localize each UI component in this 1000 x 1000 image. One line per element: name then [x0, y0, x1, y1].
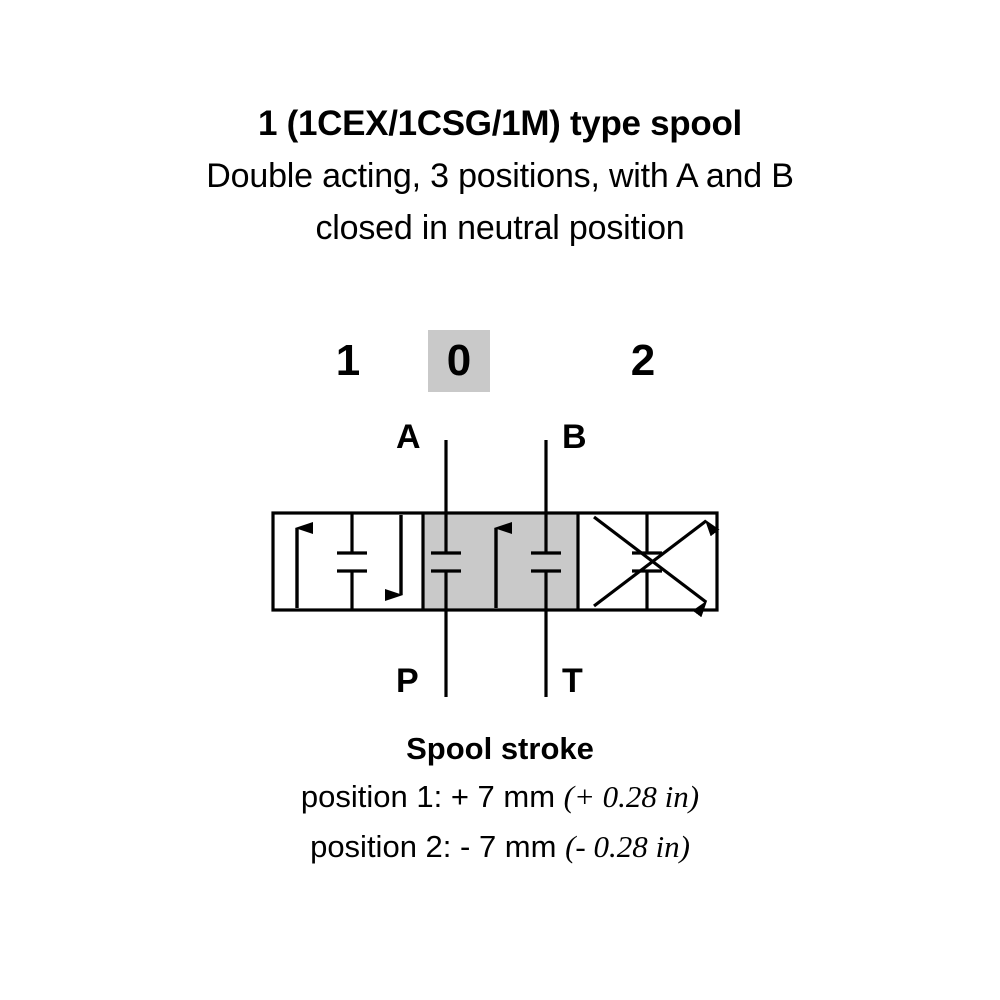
blocker-bottom-p — [431, 569, 461, 610]
blocker-top-cell2 — [632, 513, 662, 555]
valve-envelope — [271, 511, 719, 612]
blocker-top-a — [431, 513, 461, 555]
port-lines-lower — [444, 610, 548, 697]
description-line-2: closed in neutral position — [315, 209, 685, 247]
position-label-0-neutral: 0 — [428, 330, 490, 392]
position-label-1: 1 — [335, 336, 361, 385]
diagonal-arrow-up-right — [593, 519, 720, 608]
position-2-imperial: (- 0.28 in) — [565, 829, 690, 864]
page-title: 1 (1CEX/1CSG/1M) type spool — [258, 104, 742, 143]
cell-position-0-neutral — [431, 513, 561, 610]
port-label-b: B — [562, 418, 587, 456]
diagonal-arrow-down-right — [593, 515, 708, 618]
description-line-1: Double acting, 3 positions, with A and B — [206, 157, 794, 195]
position-1-imperial: (+ 0.28 in) — [563, 779, 700, 814]
spool-stroke-block: Spool stroke position 1: + 7 mm (+ 0.28 … — [0, 726, 1000, 872]
spool-stroke-position-2: position 2: - 7 mm (- 0.28 in) — [0, 822, 1000, 872]
blocker-bottom-cell1 — [337, 569, 367, 610]
blocker-top-b — [531, 513, 561, 555]
port-label-t: T — [562, 662, 583, 700]
cell-position-1 — [295, 513, 403, 610]
position-1-metric: position 1: + 7 mm — [300, 779, 564, 814]
spool-stroke-position-1: position 1: + 7 mm (+ 0.28 in) — [0, 772, 1000, 822]
heading-block: 1 (1CEX/1CSG/1M) type spool Double actin… — [0, 98, 1000, 254]
blocker-bottom-cell2 — [632, 569, 662, 610]
spool-stroke-title: Spool stroke — [406, 731, 594, 766]
port-lines-upper — [444, 440, 548, 513]
position-label-row: 1 0 2 — [273, 330, 717, 392]
port-label-p: P — [396, 662, 419, 700]
port-label-a: A — [396, 418, 421, 456]
blocker-top-cell1 — [337, 513, 367, 555]
envelope-outline — [271, 511, 719, 612]
blocker-bottom-t — [531, 569, 561, 610]
neutral-cell-fill — [423, 513, 578, 610]
position-2-metric: position 2: - 7 mm — [310, 829, 566, 864]
cell-position-2 — [593, 513, 720, 618]
position-label-2: 2 — [630, 336, 656, 385]
